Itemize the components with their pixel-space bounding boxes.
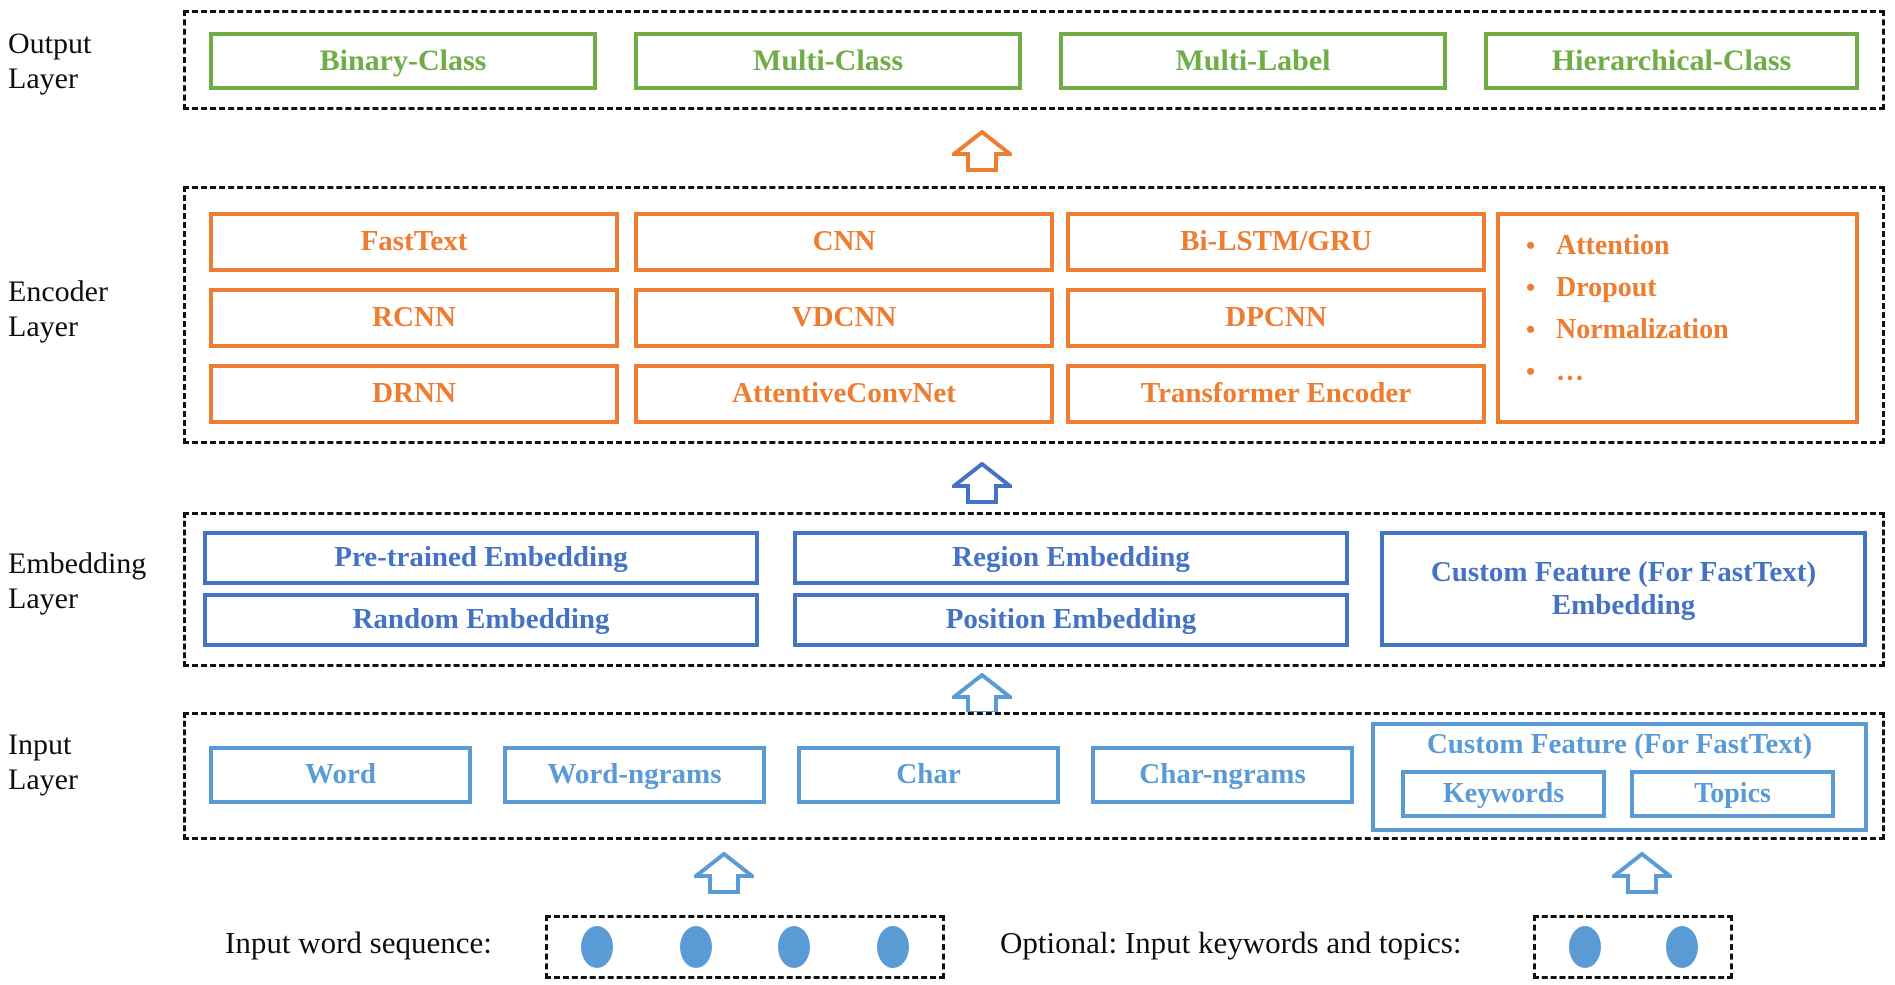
arrow-word-sequence-to-input-icon — [694, 852, 754, 894]
output-box-multi-class[interactable]: Multi-Class — [634, 32, 1022, 90]
encoder-box-fasttext[interactable]: FastText — [209, 212, 619, 272]
input-box-char-label: Char — [896, 758, 961, 791]
bullet-icon: • — [1526, 357, 1536, 386]
embedding-box-random-embedding-label: Random Embedding — [352, 603, 610, 636]
embedding-box-custom-feature-line1: Custom Feature (For FastText) — [1430, 555, 1817, 588]
input-box-word[interactable]: Word — [209, 746, 472, 804]
encoder-box-attentiveconvnet-label: AttentiveConvNet — [732, 377, 956, 410]
input-box-char-ngrams[interactable]: Char-ngrams — [1091, 746, 1354, 804]
input-box-topics[interactable]: Topics — [1630, 770, 1835, 818]
input-box-char-ngrams-label: Char-ngrams — [1139, 758, 1306, 791]
bullet-icon: • — [1526, 273, 1536, 302]
embedding-box-region-embedding-label: Region Embedding — [952, 541, 1190, 574]
word-token-dot — [876, 926, 909, 968]
input-box-topics-label: Topics — [1694, 777, 1771, 809]
encoder-layer-label-line1: Encoder — [8, 275, 108, 308]
bullet-icon: • — [1526, 315, 1536, 344]
encoder-components-box[interactable]: • Attention • Dropout • Normalization • … — [1496, 212, 1859, 424]
encoder-box-dpcnn[interactable]: DPCNN — [1066, 288, 1486, 348]
encoder-component-ellipsis: • … — [1526, 356, 1855, 398]
encoder-component-attention-label: Attention — [1556, 230, 1670, 261]
bullet-icon: • — [1526, 231, 1536, 260]
arrow-keywords-topics-to-input-icon — [1612, 852, 1672, 894]
encoder-box-transformer-encoder-label: Transformer Encoder — [1140, 377, 1412, 410]
input-box-char[interactable]: Char — [797, 746, 1060, 804]
output-box-binary-class[interactable]: Binary-Class — [209, 32, 597, 90]
output-box-binary-class-label: Binary-Class — [319, 43, 487, 77]
encoder-box-fasttext-label: FastText — [360, 225, 468, 258]
output-layer-label-line2: Layer — [8, 62, 78, 96]
input-layer-label: Input Layer — [8, 727, 178, 798]
topic-token-dot — [1665, 926, 1698, 968]
output-box-multi-class-label: Multi-Class — [753, 43, 903, 77]
embedding-box-custom-feature-line2: Embedding — [1551, 589, 1696, 621]
output-box-multi-label[interactable]: Multi-Label — [1059, 32, 1447, 90]
input-layer-label-line1: Input — [8, 728, 72, 761]
input-word-sequence-caption: Input word sequence: — [225, 925, 492, 960]
encoder-box-vdcnn[interactable]: VDCNN — [634, 288, 1054, 348]
encoder-box-rcnn[interactable]: RCNN — [209, 288, 619, 348]
input-box-word-ngrams[interactable]: Word-ngrams — [503, 746, 766, 804]
encoder-box-vdcnn-label: VDCNN — [791, 301, 897, 334]
encoder-box-bilstm-gru[interactable]: Bi-LSTM/GRU — [1066, 212, 1486, 272]
input-word-sequence-token-group — [545, 915, 945, 979]
embedding-box-pre-trained-embedding-label: Pre-trained Embedding — [334, 541, 628, 574]
embedding-box-pre-trained-embedding[interactable]: Pre-trained Embedding — [203, 531, 759, 585]
arrow-encoder-to-output-icon — [952, 130, 1012, 172]
embedding-box-random-embedding[interactable]: Random Embedding — [203, 593, 759, 647]
encoder-box-transformer-encoder[interactable]: Transformer Encoder — [1066, 364, 1486, 424]
encoder-box-attentiveconvnet[interactable]: AttentiveConvNet — [634, 364, 1054, 424]
embedding-box-position-embedding[interactable]: Position Embedding — [793, 593, 1349, 647]
input-box-keywords[interactable]: Keywords — [1401, 770, 1606, 818]
optional-keywords-topics-token-group — [1533, 915, 1733, 979]
encoder-box-cnn[interactable]: CNN — [634, 212, 1054, 272]
encoder-box-bilstm-gru-label: Bi-LSTM/GRU — [1180, 225, 1372, 258]
arrow-embedding-to-encoder-icon — [952, 462, 1012, 504]
embedding-box-custom-feature[interactable]: Custom Feature (For FastText) Embedding — [1380, 531, 1867, 647]
arrow-input-to-embedding-icon — [952, 673, 1012, 715]
input-box-word-ngrams-label: Word-ngrams — [547, 758, 722, 791]
encoder-box-dpcnn-label: DPCNN — [1225, 301, 1327, 334]
input-box-custom-feature-title: Custom Feature (For FastText) — [1426, 728, 1813, 760]
input-layer-label-line2: Layer — [8, 763, 78, 797]
encoder-component-attention: • Attention — [1526, 230, 1855, 272]
output-layer-label: Output Layer — [8, 26, 178, 97]
output-box-multi-label-label: Multi-Label — [1175, 43, 1331, 77]
optional-keywords-topics-caption: Optional: Input keywords and topics: — [1000, 925, 1462, 960]
encoder-component-normalization-label: Normalization — [1556, 314, 1729, 345]
encoder-box-cnn-label: CNN — [812, 225, 876, 258]
encoder-component-ellipsis-label: … — [1556, 356, 1584, 387]
encoder-box-drnn-label: DRNN — [372, 377, 456, 410]
encoder-box-rcnn-label: RCNN — [372, 301, 456, 334]
output-box-hierarchical-class-label: Hierarchical-Class — [1551, 43, 1792, 77]
encoder-component-dropout: • Dropout — [1526, 272, 1855, 314]
encoder-component-dropout-label: Dropout — [1556, 272, 1657, 303]
input-box-keywords-label: Keywords — [1442, 777, 1565, 809]
input-box-word-label: Word — [305, 758, 376, 791]
embedding-layer-label-line1: Embedding — [8, 547, 147, 580]
output-box-hierarchical-class[interactable]: Hierarchical-Class — [1484, 32, 1859, 90]
keyword-token-dot — [1568, 926, 1601, 968]
word-token-dot — [778, 926, 811, 968]
word-token-dot — [581, 926, 614, 968]
word-token-dot — [679, 926, 712, 968]
output-layer-label-line1: Output — [8, 27, 92, 60]
encoder-layer-label: Encoder Layer — [8, 274, 178, 345]
embedding-box-position-embedding-label: Position Embedding — [945, 603, 1197, 636]
embedding-box-region-embedding[interactable]: Region Embedding — [793, 531, 1349, 585]
encoder-box-drnn[interactable]: DRNN — [209, 364, 619, 424]
encoder-layer-label-line2: Layer — [8, 310, 78, 344]
embedding-layer-label-line2: Layer — [8, 582, 78, 616]
encoder-component-normalization: • Normalization — [1526, 314, 1855, 356]
embedding-layer-label: Embedding Layer — [8, 546, 178, 617]
